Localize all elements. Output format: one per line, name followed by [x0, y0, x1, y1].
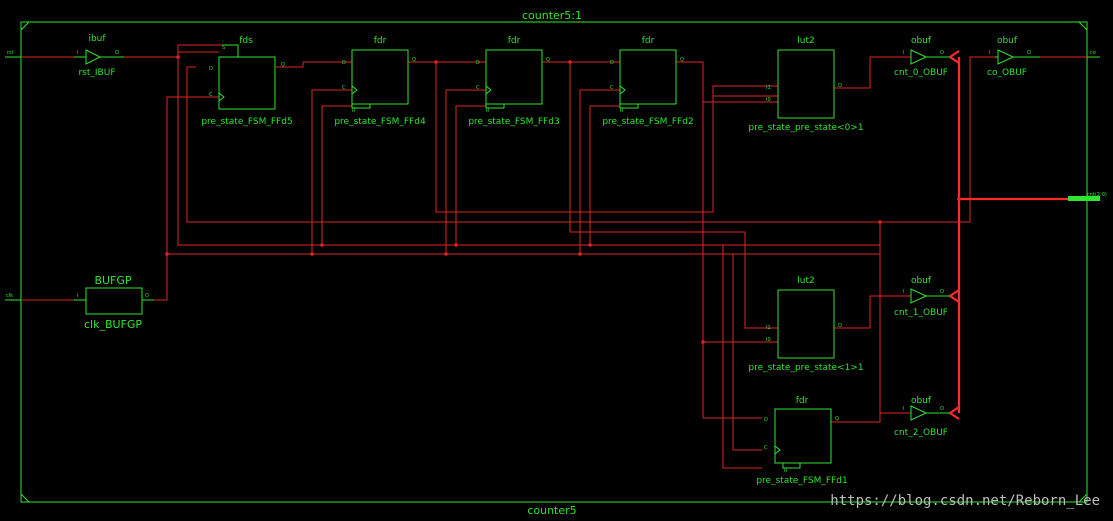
ffd2-fdr[interactable]: fdr D C R Q pre_state_FSM_FFd2 [602, 36, 693, 127]
ffd2-name: pre_state_FSM_FFd2 [602, 117, 693, 127]
cnt0-obuf-name: cnt_0_OBUF [894, 68, 948, 78]
junction-dots [165, 55, 961, 344]
svg-text:C: C [610, 85, 614, 91]
svg-text:R: R [784, 468, 788, 474]
io-ports: rst clk co cnt(2:0) [5, 50, 1107, 301]
ffd3-name: pre_state_FSM_FFd3 [468, 117, 559, 127]
module-corners [20, 21, 1088, 503]
svg-text:Q: Q [680, 57, 684, 63]
ffd5-fds[interactable]: fds S D C Q pre_state_FSM_FFd5 [201, 36, 292, 127]
svg-text:I: I [903, 289, 904, 295]
module-outline [20, 21, 1088, 503]
svg-text:O: O [940, 50, 944, 56]
svg-text:BUFGP: BUFGP [94, 274, 131, 287]
svg-text:D: D [610, 60, 614, 66]
svg-text:D: D [764, 417, 768, 423]
svg-text:R: R [620, 108, 624, 114]
svg-text:O: O [1027, 50, 1031, 56]
svg-text:obuf: obuf [911, 276, 932, 286]
ffd1-fdr[interactable]: fdr D C R Q pre_state_FSM_FFd1 [756, 396, 847, 486]
svg-text:I: I [989, 50, 990, 56]
svg-text:obuf: obuf [997, 36, 1018, 46]
lut0-name: pre_state_pre_state<0>1 [748, 123, 863, 133]
svg-text:lut2: lut2 [797, 276, 814, 286]
svg-text:D: D [476, 60, 480, 66]
svg-text:C: C [209, 92, 213, 98]
svg-text:O: O [145, 293, 149, 299]
svg-text:obuf: obuf [911, 396, 932, 406]
svg-text:O: O [838, 323, 842, 329]
cnt1-obuf[interactable]: obuf I O cnt_1_OBUF [894, 276, 950, 318]
cnt1-obuf-name: cnt_1_OBUF [894, 308, 948, 318]
svg-text:I: I [77, 293, 78, 299]
ffd1-name: pre_state_FSM_FFd1 [756, 476, 847, 486]
svg-text:fds: fds [239, 36, 253, 46]
svg-text:I1: I1 [766, 85, 771, 91]
ffd5-name: pre_state_FSM_FFd5 [201, 117, 292, 127]
svg-text:fdr: fdr [796, 396, 809, 406]
co-obuf-name: co_OBUF [987, 68, 1027, 78]
svg-text:I0: I0 [766, 337, 771, 343]
clk-bufgp-name: clk_BUFGP [84, 318, 142, 331]
svg-text:Q: Q [835, 416, 839, 422]
svg-text:S: S [222, 45, 225, 51]
svg-text:lut2: lut2 [797, 36, 814, 46]
svg-text:C: C [476, 85, 480, 91]
svg-text:C: C [342, 85, 346, 91]
svg-text:O: O [940, 406, 944, 412]
cnt0-obuf[interactable]: obuf I O cnt_0_OBUF [894, 36, 950, 78]
clk-bufgp[interactable]: BUFGP I O clk_BUFGP [74, 274, 154, 331]
cnt2-obuf-name: cnt_2_OBUF [894, 428, 948, 438]
rst-ibuf-name: rst_IBUF [78, 68, 115, 78]
svg-text:fdr: fdr [508, 36, 521, 46]
rst-ibuf[interactable]: ibuf I O rst_IBUF [74, 34, 124, 78]
ffd4-fdr[interactable]: fdr D C R Q pre_state_FSM_FFd4 [334, 36, 426, 127]
svg-text:C: C [764, 445, 768, 451]
port-co: co [1090, 50, 1096, 56]
port-cnt: cnt(2:0) [1087, 192, 1107, 198]
svg-text:I: I [903, 406, 904, 412]
svg-text:Q: Q [412, 57, 416, 63]
instance-title: counter5:1 [522, 9, 582, 22]
svg-text:I1: I1 [766, 325, 771, 331]
lut1-name: pre_state_pre_state<1>1 [748, 363, 863, 373]
svg-text:ibuf: ibuf [88, 34, 106, 44]
module-name: counter5 [527, 504, 576, 517]
svg-text:I: I [77, 50, 78, 56]
cnt-bus [949, 50, 1100, 420]
svg-text:I0: I0 [766, 97, 771, 103]
svg-text:Q: Q [281, 62, 285, 68]
svg-text:O: O [838, 83, 842, 89]
svg-text:fdr: fdr [374, 36, 387, 46]
svg-text:O: O [115, 50, 119, 56]
ffd3-fdr[interactable]: fdr D C R Q pre_state_FSM_FFd3 [468, 36, 559, 127]
svg-text:Q: Q [546, 57, 550, 63]
port-rst: rst [7, 50, 14, 56]
co-obuf[interactable]: obuf I O co_OBUF [987, 36, 1040, 78]
port-clk: clk [6, 293, 13, 299]
ffd4-name: pre_state_FSM_FFd4 [334, 117, 426, 127]
svg-text:D: D [209, 66, 213, 72]
watermark: https://blog.csdn.net/Reborn_Lee [830, 493, 1100, 509]
svg-text:D: D [342, 60, 346, 66]
svg-text:I: I [903, 50, 904, 56]
cnt2-obuf[interactable]: obuf I O cnt_2_OBUF [894, 396, 950, 438]
svg-text:O: O [940, 289, 944, 295]
lut0[interactable]: lut2 I1 I0 O pre_state_pre_state<0>1 [748, 36, 863, 133]
svg-text:R: R [352, 108, 356, 114]
svg-text:fdr: fdr [642, 36, 655, 46]
svg-text:obuf: obuf [911, 36, 932, 46]
lut1[interactable]: lut2 I1 I0 O pre_state_pre_state<1>1 [748, 276, 863, 373]
wires [5, 44, 1100, 469]
svg-text:R: R [486, 108, 490, 114]
